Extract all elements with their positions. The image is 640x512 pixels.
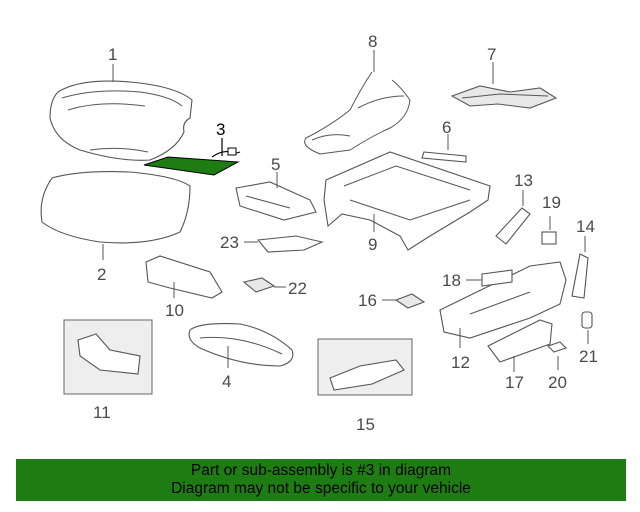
- part-20-knob[interactable]: [546, 341, 568, 353]
- part-23-cover-plate[interactable]: [256, 235, 324, 253]
- part-6-tube[interactable]: [421, 151, 467, 163]
- part-2-cushion-pad[interactable]: [40, 171, 191, 244]
- callout-18: 18: [442, 271, 461, 290]
- callout-20: 20: [548, 373, 567, 392]
- callout-23: 23: [220, 233, 239, 252]
- callout-4: 4: [222, 372, 231, 391]
- part-14-end-cap[interactable]: [571, 253, 589, 299]
- callout-17: 17: [505, 373, 524, 392]
- part-13-handle[interactable]: [495, 207, 531, 245]
- callout-12: 12: [451, 353, 470, 372]
- part-10-rail-bracket[interactable]: [145, 255, 223, 299]
- part-17-switch-bezel[interactable]: [487, 319, 553, 363]
- part-4-trim-panel[interactable]: [188, 323, 294, 367]
- callout-11: 11: [93, 403, 111, 422]
- callout-22: 22: [288, 279, 307, 298]
- callout-1: 1: [108, 45, 117, 64]
- part-12-side-shield[interactable]: [439, 261, 567, 339]
- part-7-harness[interactable]: [450, 85, 558, 109]
- part-21-knob[interactable]: [581, 311, 593, 329]
- part-5-bracket[interactable]: [235, 181, 317, 221]
- part-11-box[interactable]: [63, 319, 153, 395]
- callout-5: 5: [271, 155, 280, 174]
- callout-10: 10: [165, 301, 184, 320]
- part-3-heater-pad[interactable]: [143, 147, 241, 176]
- part-8-adjuster[interactable]: [304, 71, 411, 155]
- part-19-knob[interactable]: [541, 231, 557, 245]
- callout-15: 15: [356, 415, 375, 434]
- part-18-switch[interactable]: [481, 269, 513, 287]
- callout-21: 21: [579, 347, 598, 366]
- callout-3: 3: [216, 120, 225, 139]
- info-banner: Part or sub-assembly is #3 in diagram Di…: [16, 459, 626, 501]
- callout-2: 2: [97, 265, 106, 284]
- part-9-seat-frame[interactable]: [323, 151, 491, 251]
- banner-line-1: Part or sub-assembly is #3 in diagram: [190, 462, 452, 479]
- callout-19: 19: [542, 193, 561, 212]
- callout-8: 8: [368, 32, 377, 51]
- callout-9: 9: [368, 235, 377, 254]
- banner-line-2: Diagram may not be specific to your vehi…: [171, 480, 471, 497]
- callout-7: 7: [487, 45, 496, 64]
- part-15-box[interactable]: [317, 338, 413, 396]
- part-1-cushion-cover[interactable]: [49, 80, 193, 161]
- callout-6: 6: [442, 118, 451, 137]
- callout-14: 14: [576, 217, 595, 236]
- part-16-pad[interactable]: [394, 293, 426, 309]
- part-22-clip[interactable]: [242, 277, 276, 293]
- callout-13: 13: [514, 171, 533, 190]
- callout-16: 16: [358, 291, 377, 310]
